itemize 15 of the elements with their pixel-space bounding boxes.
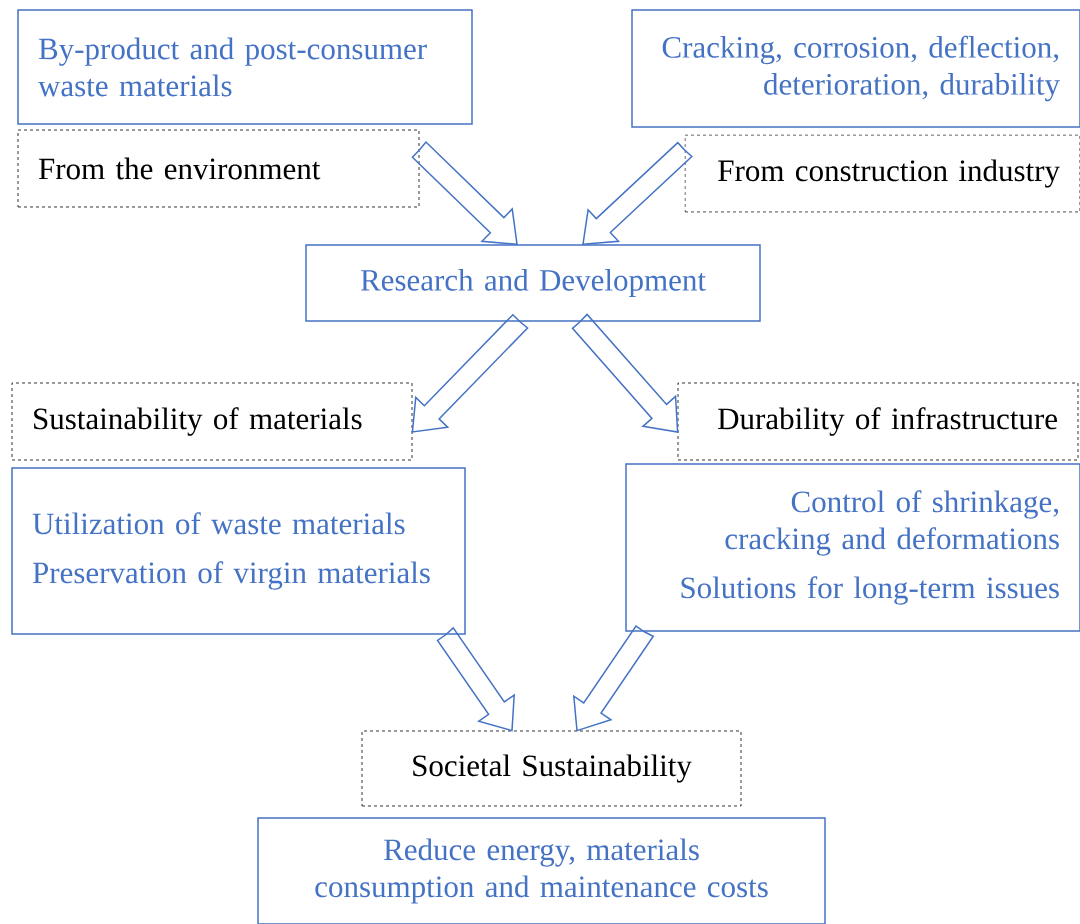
note-box: Societal Sustainability [361,730,742,807]
block-arrow [571,313,679,433]
block-arrow [582,141,693,246]
process-box: Reduce energy, materials consumption and maintenance costs [257,817,826,924]
process-box: Research and Development [305,244,761,322]
block-arrow [411,313,529,433]
note-box: Sustainability of materials [11,382,413,461]
process-box: Cracking, corrosion, deflection, deterioration, durability [631,9,1080,128]
process-box: By-product and post-consumer waste materials [17,9,473,125]
note-box: From the environment [17,129,420,208]
block-arrow [572,625,655,732]
note-box: From construction industry [684,134,1080,213]
process-box: Control of shrinkage, cracking and deformations Solutions for long-term issues [625,463,1080,632]
note-box: Durability of infrastructure [677,382,1079,461]
process-box: Utilization of waste materials Preservation of virgin materials [11,467,466,635]
